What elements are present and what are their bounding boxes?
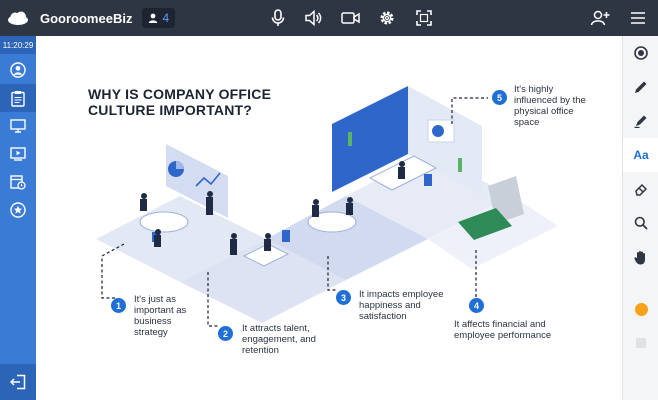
callout-5-number: 5 [492,90,507,105]
callout-1-text: It's just as important as business strat… [134,294,187,338]
session-clock: 11:20:29 [0,36,36,54]
cloud-logo-icon [0,0,36,36]
slide-canvas[interactable]: WHY IS COMPANY OFFICE CULTURE IMPORTANT?… [36,36,622,400]
slide-title: WHY IS COMPANY OFFICE CULTURE IMPORTANT? [88,86,272,118]
text-tool-label: Aa [633,148,649,162]
hand-icon[interactable] [623,240,658,274]
zoom-icon[interactable] [623,206,658,240]
camera-icon[interactable] [341,8,361,28]
add-user-icon[interactable] [590,8,610,28]
color-swatch[interactable] [623,292,658,326]
office-illustration [96,86,558,327]
pen-icon[interactable] [623,70,658,104]
clear-icon[interactable] [623,326,658,360]
callout-4-number: 4 [469,298,484,313]
screen-icon[interactable] [0,112,36,140]
exit-icon[interactable] [0,364,36,400]
left-sidebar: 11:20:29 [0,36,36,400]
record-icon[interactable] [623,36,658,70]
video-icon[interactable] [0,140,36,168]
fullscreen-icon[interactable] [414,8,434,28]
microphone-icon[interactable] [268,8,288,28]
callout-2-text: It attracts talent, engagement, and rete… [242,323,316,356]
callout-2-number: 2 [218,326,233,341]
star-icon[interactable] [0,196,36,224]
menu-icon[interactable] [628,8,648,28]
callout-3-text: It impacts employee happiness and satisf… [359,289,444,322]
callout-3-number: 3 [336,290,351,305]
right-sidebar: Aa [622,36,658,400]
user-icon[interactable] [0,56,36,84]
callout-5-text: It's highly influenced by the physical o… [514,84,586,128]
participants-badge[interactable]: 4 [142,8,176,28]
gear-icon[interactable] [377,8,397,28]
participant-count: 4 [162,11,170,25]
eraser-icon[interactable] [623,172,658,206]
callout-1-number: 1 [111,298,126,313]
text-icon[interactable]: Aa [623,138,658,172]
person-icon [149,13,158,23]
highlighter-icon[interactable] [623,104,658,138]
app-title: GooroomeeBiz [40,10,133,26]
speaker-icon[interactable] [304,8,324,28]
callout-4-text: It affects financial and employee perfor… [454,319,552,341]
schedule-icon[interactable] [0,168,36,196]
top-bar: GooroomeeBiz 4 [0,0,658,36]
clipboard-icon[interactable] [0,84,36,112]
